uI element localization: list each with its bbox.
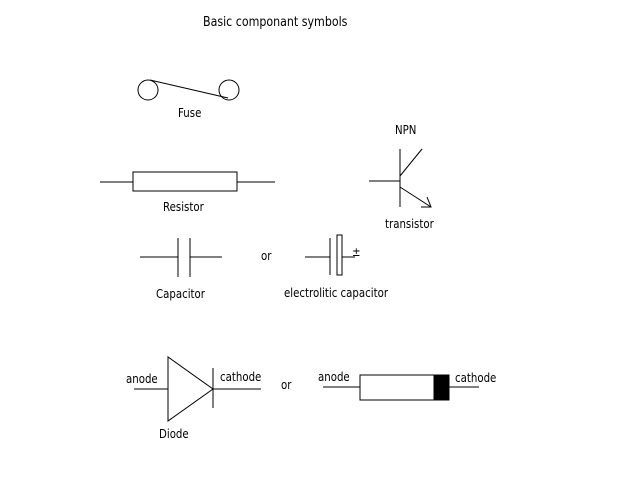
resistor-symbol — [100, 171, 275, 192]
package-cathode-label: cathode — [455, 371, 497, 385]
capacitor-symbol — [140, 238, 222, 277]
diode-package-symbol — [323, 374, 479, 401]
diode-symbol — [134, 356, 261, 422]
transistor-emitter — [399, 186, 432, 208]
electrolytic-capacitor-symbol — [305, 234, 355, 276]
fuse-terminal-right — [218, 79, 240, 101]
diode-cathode-label: cathode — [220, 370, 262, 384]
fuse-label: Fuse — [178, 106, 202, 120]
diode-triangle — [167, 356, 214, 422]
resistor-label: Resistor — [163, 200, 204, 214]
fuse-symbol — [137, 79, 240, 101]
package-cathode-band — [433, 374, 450, 401]
ecap-positive-plate — [336, 234, 343, 276]
diode-label: Diode — [159, 427, 189, 441]
transistor-type-label: NPN — [395, 123, 417, 137]
transistor-label: transistor — [385, 217, 434, 231]
page-title: Basic componant symbols — [203, 15, 348, 30]
diode-anode-label: anode — [126, 372, 158, 386]
polarity-mark: ± — [352, 245, 361, 259]
or-separator-capacitor: or — [261, 249, 272, 263]
npn-transistor-symbol — [369, 148, 432, 208]
electrolytic-capacitor-label: electrolitic capacitor — [284, 286, 389, 300]
fuse-terminal-left — [137, 79, 159, 101]
resistor-body — [132, 171, 238, 192]
package-anode-label: anode — [318, 370, 350, 384]
fuse-wire — [149, 79, 229, 99]
or-separator-diode: or — [281, 378, 292, 392]
transistor-emitter-arrow — [421, 196, 432, 208]
capacitor-label: Capacitor — [156, 287, 205, 301]
transistor-collector — [399, 148, 423, 177]
